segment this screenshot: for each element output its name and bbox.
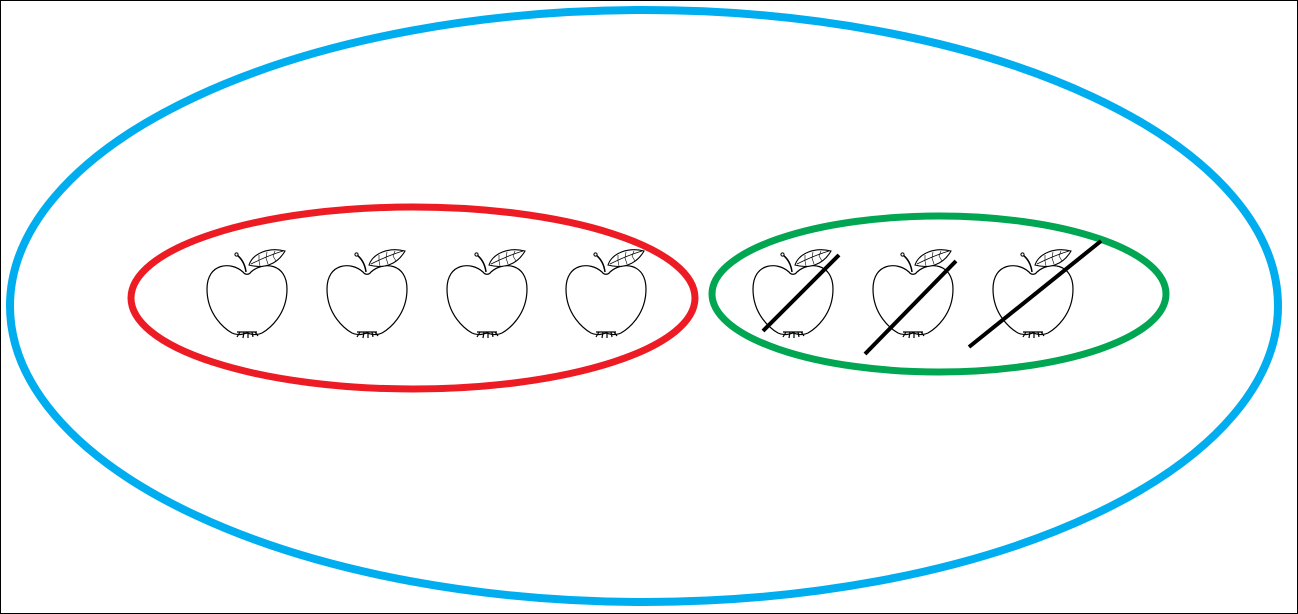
apple-icon [753, 250, 833, 338]
apple-icon [873, 250, 953, 338]
apple-icon [327, 250, 407, 338]
apple-icon [447, 250, 527, 338]
apple-icon [566, 250, 646, 338]
apple-icon [207, 250, 287, 338]
kept-apples [207, 250, 646, 338]
whole-set-ring [10, 10, 1278, 602]
